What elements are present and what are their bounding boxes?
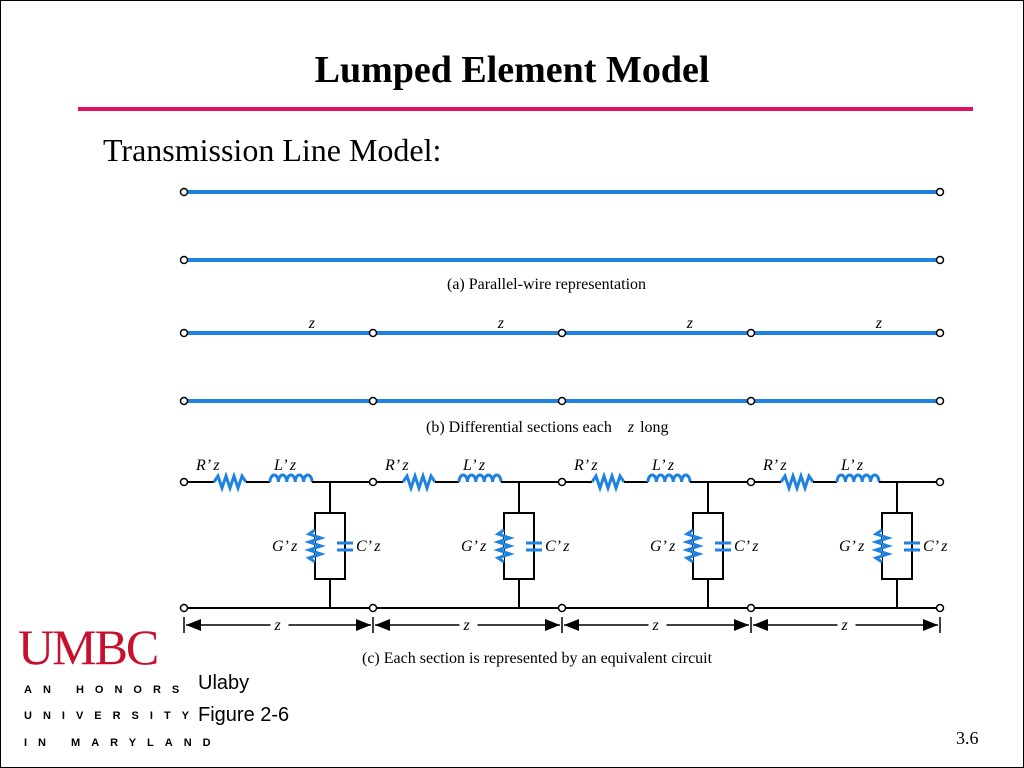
section-label-b: z (308, 315, 316, 332)
caption-a: (a) Parallel-wire representation (447, 276, 646, 293)
inductor-label: L’ z (462, 457, 486, 474)
terminal (557, 396, 567, 406)
section-label-c: z (652, 617, 660, 634)
conductance-label: G’ z (839, 538, 865, 555)
conductance-symbol (304, 528, 326, 564)
resistor-label: R’ z (384, 457, 409, 474)
conductance-label: G’ z (461, 538, 487, 555)
section-label-c: z (841, 617, 849, 634)
inductor-label: L’ z (651, 457, 675, 474)
terminal (935, 187, 945, 197)
terminal (557, 328, 567, 338)
section-subtitle: Transmission Line Model: (103, 132, 442, 168)
resistor-label: R’ z (762, 457, 787, 474)
terminal (368, 328, 378, 338)
terminal (557, 603, 567, 613)
terminal (746, 603, 756, 613)
terminal (935, 396, 945, 406)
terminal (179, 328, 189, 338)
resistor-symbol (590, 471, 626, 493)
terminal (368, 603, 378, 613)
section-label-c: z (463, 617, 471, 634)
terminal (179, 603, 189, 613)
logo-line-2: UNIVERSITY (24, 710, 201, 722)
section-label-c: z (274, 617, 282, 634)
panel-c: (c) Each section is represented by an eq… (179, 457, 948, 667)
resistor-label: R’ z (573, 457, 598, 474)
terminal (746, 396, 756, 406)
capacitor-label: C’ z (545, 538, 570, 555)
terminal (179, 187, 189, 197)
section-label-b: z (497, 315, 505, 332)
capacitor-label: C’ z (356, 538, 381, 555)
terminal (746, 477, 756, 487)
panel-a: (a) Parallel-wire representation (179, 187, 945, 293)
resistor-symbol (401, 471, 437, 493)
credit-figure: Figure 2-6 (198, 704, 290, 726)
title-underline (78, 107, 973, 111)
capacitor-label: C’ z (734, 538, 759, 555)
credit-author: Ulaby (198, 672, 250, 694)
terminal (179, 477, 189, 487)
inductor-label: L’ z (273, 457, 297, 474)
resistor-symbol (212, 471, 248, 493)
terminal (557, 477, 567, 487)
conductance-label: G’ z (650, 538, 676, 555)
terminal (179, 255, 189, 265)
dimension-label-bg (270, 615, 289, 633)
umbc-logo: UMBC (18, 619, 159, 675)
resistor-symbol (779, 471, 815, 493)
conductance-symbol (871, 528, 893, 564)
terminal (935, 603, 945, 613)
conductance-symbol (682, 528, 704, 564)
section-label-b: z (686, 315, 694, 332)
terminal (746, 328, 756, 338)
dimension-label-bg (837, 615, 856, 633)
page-number: 3.6 (956, 728, 979, 748)
page-title: Lumped Element Model (314, 49, 710, 91)
conductance-label: G’ z (272, 538, 298, 555)
terminal (935, 328, 945, 338)
terminal (935, 255, 945, 265)
inductor-symbol (268, 473, 314, 483)
caption-c: (c) Each section is represented by an eq… (362, 650, 713, 667)
inductor-symbol (646, 473, 692, 483)
inductor-symbol (835, 473, 881, 483)
terminal (368, 477, 378, 487)
dimension-label-bg (648, 615, 667, 633)
conductance-symbol (493, 528, 515, 564)
resistor-label: R’ z (195, 457, 220, 474)
inductor-symbol (457, 473, 503, 483)
logo-line-1: AN HONORS (24, 684, 191, 696)
section-label-b: z (875, 315, 883, 332)
inductor-label: L’ z (840, 457, 864, 474)
dimension-label-bg (459, 615, 478, 633)
capacitor-label: C’ z (923, 538, 948, 555)
terminal (935, 477, 945, 487)
terminal (368, 396, 378, 406)
terminal (179, 396, 189, 406)
logo-line-3: IN MARYLAND (24, 737, 222, 749)
